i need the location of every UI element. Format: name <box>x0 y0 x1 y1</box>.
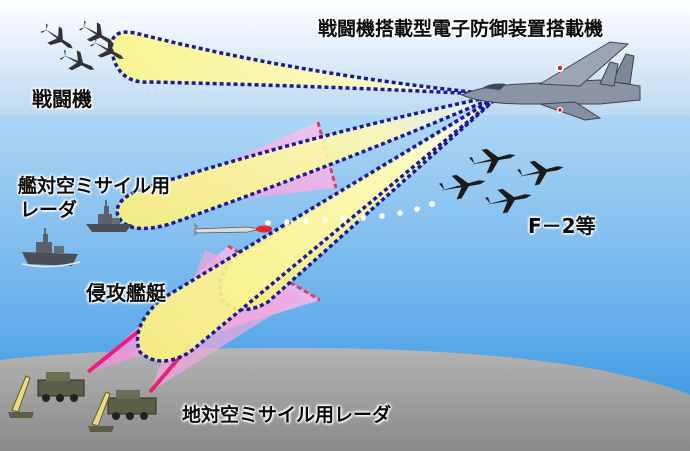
missile-launcher-icon <box>8 375 34 418</box>
jamming-beam-ship <box>115 93 501 231</box>
f2-jet-icon <box>517 160 564 186</box>
f2-label: F－2等 <box>528 214 596 238</box>
aircraft-label: 戦闘機搭載型電子防御装置搭載機 <box>318 18 604 40</box>
fighter-jet-icon <box>78 20 113 43</box>
fighter-group <box>40 20 124 71</box>
ground-radar-beam-1-core <box>86 328 142 374</box>
f15-aircraft-icon <box>460 41 641 121</box>
f2-group <box>439 148 564 214</box>
missile-trail <box>265 201 435 226</box>
ground-radar-label: 地対空ミサイル用レーダ <box>182 404 392 426</box>
missile-icon <box>193 222 272 237</box>
invasion-ships-label: 侵攻艦艇 <box>86 281 166 305</box>
radar-vehicle-icon <box>107 390 157 420</box>
f2-jet-icon <box>485 188 532 214</box>
f2-jet-icon <box>439 174 486 200</box>
fighter-jet-icon <box>40 23 73 49</box>
jamming-beam-ground-2 <box>135 93 502 363</box>
fighters-label: 戦闘機 <box>32 87 92 111</box>
fighter-jet-icon <box>89 36 124 59</box>
ship-radar-label-line1: 艦対空ミサイル用 <box>18 175 171 197</box>
radar-vehicle-icon <box>37 372 85 402</box>
fighter-jet-icon <box>59 49 95 71</box>
f2-jet-icon <box>469 148 516 174</box>
warship-icon <box>86 200 132 232</box>
missile-launcher-icon <box>88 391 114 432</box>
warship-icon <box>21 228 81 268</box>
ship-radar-label-line2: レーダ <box>20 199 78 221</box>
